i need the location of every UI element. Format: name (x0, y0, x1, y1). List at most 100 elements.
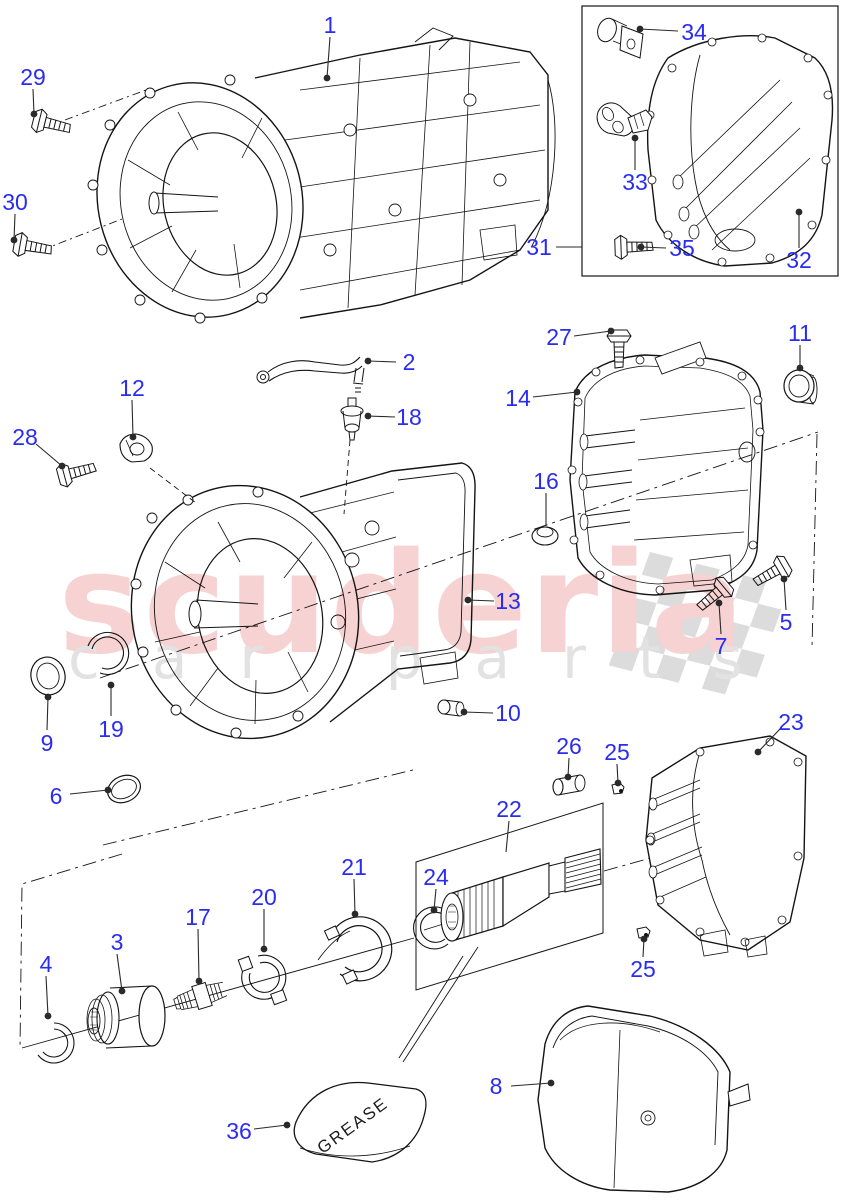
callout-number[interactable]: 19 (98, 716, 124, 742)
callout-number[interactable]: 16 (533, 468, 559, 494)
callout-number[interactable]: 12 (119, 375, 145, 401)
checker-watermark (608, 552, 782, 695)
callout-11[interactable]: 11 (788, 320, 812, 372)
callout-number[interactable]: 35 (669, 235, 695, 261)
callout-number[interactable]: 9 (41, 730, 54, 756)
callout-14[interactable]: 14 (505, 385, 581, 411)
release-bearing-drawing (86, 985, 166, 1049)
callout-leader (433, 888, 437, 911)
rear-housing-drawing (567, 341, 765, 596)
callout-number[interactable]: 27 (546, 324, 572, 350)
callout-24[interactable]: 24 (423, 864, 449, 914)
callout-number[interactable]: 29 (20, 64, 46, 90)
callout-8[interactable]: 8 (490, 1073, 555, 1099)
bolt-30-drawing (11, 231, 55, 263)
callout-4[interactable]: 4 (40, 951, 53, 1020)
callout-number[interactable]: 7 (715, 633, 728, 659)
checker-square (733, 649, 765, 678)
checker-square (608, 642, 641, 672)
callout-10[interactable]: 10 (460, 700, 521, 726)
callout-number[interactable]: 2 (403, 349, 416, 375)
callout-36[interactable]: 36 (226, 1118, 291, 1144)
callout-dot (430, 906, 438, 914)
callout-leader (131, 399, 134, 438)
callout-7[interactable]: 7 (715, 599, 728, 659)
checker-square (640, 625, 672, 655)
callout-dot (573, 388, 581, 396)
callout-number[interactable]: 8 (490, 1073, 503, 1099)
callout-16[interactable]: 16 (533, 468, 559, 526)
callout-number[interactable]: 6 (50, 783, 63, 809)
callout-number[interactable]: 20 (251, 884, 277, 910)
callout-2[interactable]: 2 (364, 349, 416, 375)
callout-number[interactable]: 25 (630, 956, 656, 982)
callout-27[interactable]: 27 (546, 324, 615, 350)
callout-dot (715, 599, 723, 607)
callout-28[interactable]: 28 (12, 424, 66, 470)
grease-packet-drawing: GREASE (293, 1081, 427, 1163)
inset-box-group (581, 5, 839, 277)
callout-leader (367, 360, 397, 363)
callout-number[interactable]: 23 (778, 709, 804, 735)
callout-dot (323, 74, 331, 82)
callout-leader (13, 213, 16, 241)
callout-35[interactable]: 35 (637, 235, 695, 261)
callout-dot (636, 25, 644, 33)
callout-13[interactable]: 13 (464, 588, 521, 614)
callout-26[interactable]: 26 (556, 733, 582, 781)
callout-5[interactable]: 5 (780, 575, 793, 635)
callout-3[interactable]: 3 (111, 929, 126, 995)
callout-30[interactable]: 30 (2, 189, 28, 244)
callout-leader (116, 953, 123, 992)
callout-number[interactable]: 11 (788, 320, 812, 346)
callout-dot (614, 779, 622, 787)
bolt-28-drawing (54, 454, 99, 489)
snap-ring-drawing (87, 631, 130, 675)
callout-33[interactable]: 33 (622, 134, 648, 195)
callout-number[interactable]: 1 (324, 12, 337, 38)
callout-number[interactable]: 22 (496, 796, 522, 822)
checker-square (686, 637, 719, 666)
callout-leader (35, 443, 63, 467)
callout-number[interactable]: 30 (2, 189, 28, 215)
callout-17[interactable]: 17 (185, 904, 211, 985)
part-box (415, 802, 604, 991)
callout-number[interactable]: 28 (12, 424, 38, 450)
callout-number[interactable]: 36 (226, 1118, 252, 1144)
callout-32[interactable]: 32 (786, 208, 812, 273)
callout-leader (253, 1124, 288, 1130)
callout-number[interactable]: 3 (111, 929, 124, 955)
callout-21[interactable]: 21 (341, 854, 367, 918)
callout-leader (69, 789, 109, 795)
callout-number[interactable]: 24 (423, 864, 449, 890)
callout-dot (631, 134, 639, 142)
callout-number[interactable]: 4 (40, 951, 53, 977)
callout-1[interactable]: 1 (323, 12, 337, 82)
callout-31[interactable]: 31 (526, 234, 582, 260)
callout-number[interactable]: 34 (681, 19, 707, 45)
callout-23[interactable]: 23 (754, 709, 804, 756)
callout-25b[interactable]: 25 (630, 935, 656, 982)
callout-29[interactable]: 29 (20, 64, 46, 118)
callout-19[interactable]: 19 (98, 681, 124, 742)
callout-number[interactable]: 31 (526, 234, 552, 260)
callout-number[interactable]: 33 (622, 169, 648, 195)
callout-20[interactable]: 20 (251, 884, 277, 953)
callout-number[interactable]: 18 (396, 404, 422, 430)
callout-25a[interactable]: 25 (604, 739, 630, 787)
callout-number[interactable]: 14 (505, 385, 531, 411)
callout-number[interactable]: 17 (185, 904, 211, 930)
callout-number[interactable]: 13 (495, 588, 521, 614)
callout-9[interactable]: 9 (41, 693, 54, 756)
callout-6[interactable]: 6 (50, 783, 112, 809)
callout-34[interactable]: 34 (636, 19, 707, 45)
callout-number[interactable]: 21 (341, 854, 367, 880)
callout-18[interactable]: 18 (364, 404, 422, 430)
callout-12[interactable]: 12 (119, 375, 145, 441)
callout-number[interactable]: 5 (780, 609, 793, 635)
callout-number[interactable]: 32 (786, 247, 812, 273)
callout-number[interactable]: 26 (556, 733, 582, 759)
callout-22[interactable]: 22 (496, 796, 522, 853)
callout-number[interactable]: 25 (604, 739, 630, 765)
callout-number[interactable]: 10 (495, 700, 521, 726)
